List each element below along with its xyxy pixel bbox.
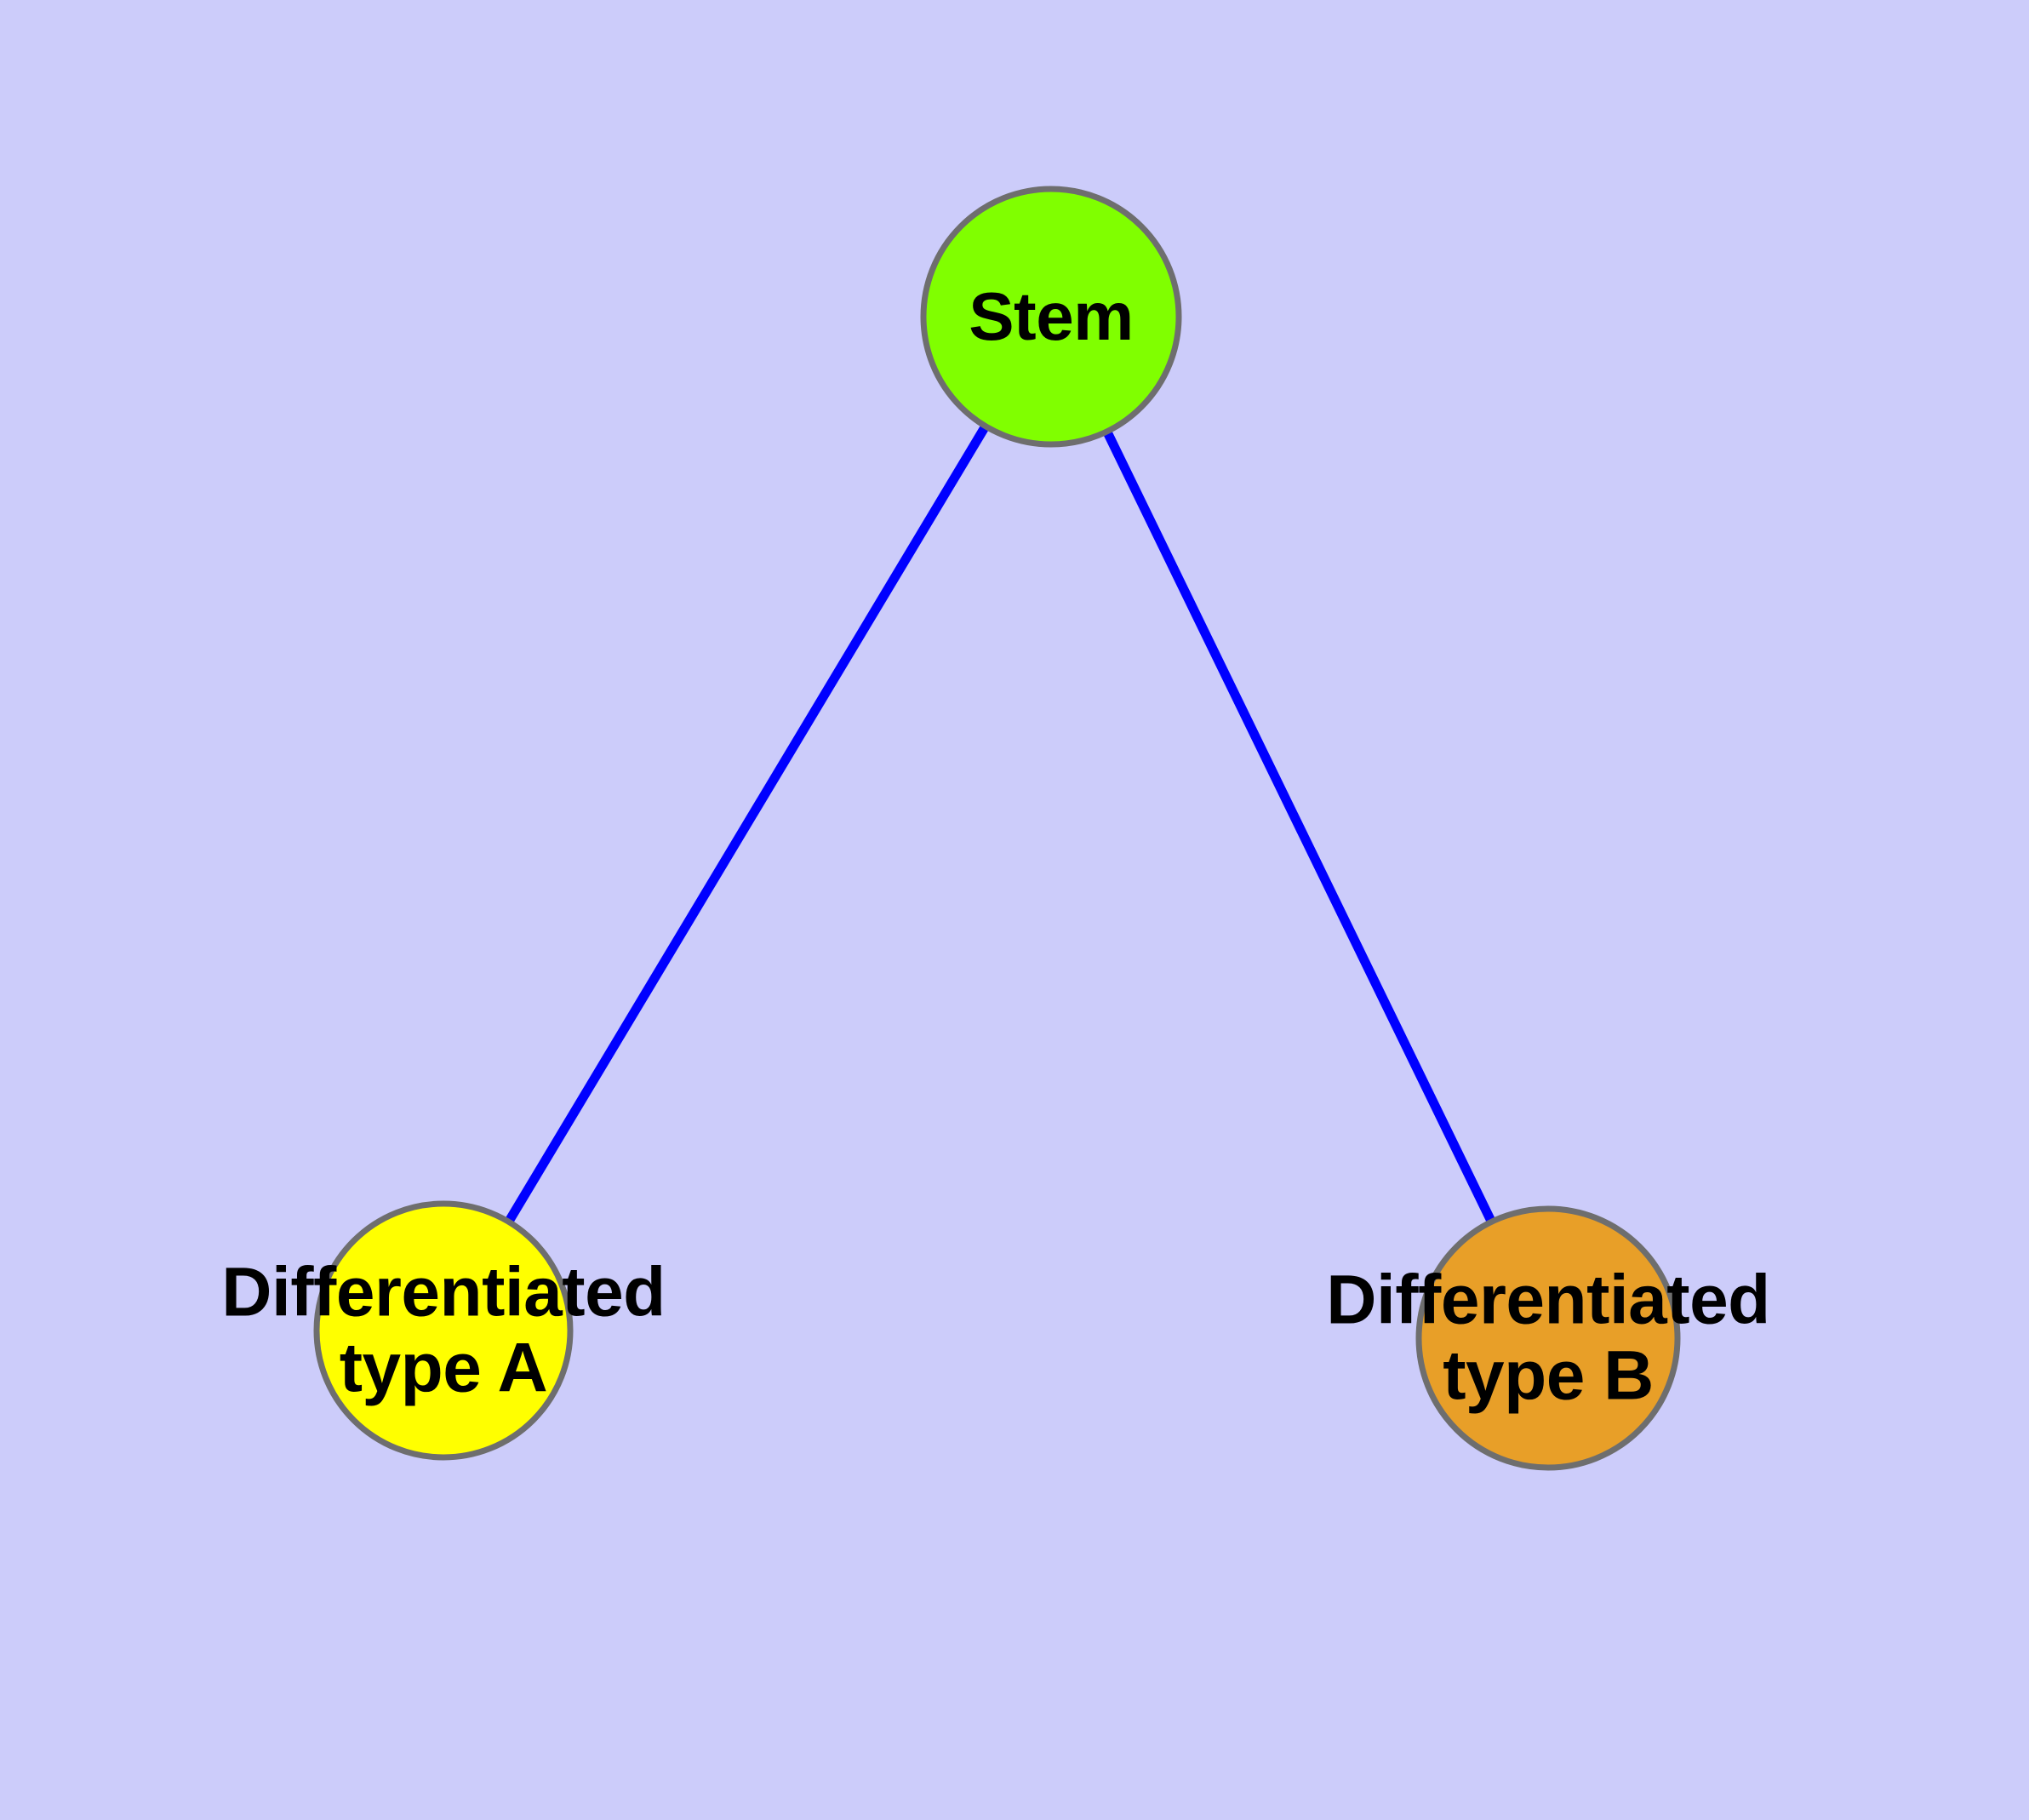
edge-stem-to-differentiated-type-a[interactable]	[439, 314, 1055, 1333]
node-circle-differentiated-type-b[interactable]	[1415, 1205, 1681, 1471]
nodes-group	[313, 186, 1681, 1471]
edges-group	[439, 314, 1552, 1341]
node-circle-differentiated-type-a[interactable]	[313, 1200, 574, 1461]
edge-stem-to-differentiated-type-b[interactable]	[1047, 314, 1552, 1341]
node-circle-stem[interactable]	[920, 186, 1182, 448]
